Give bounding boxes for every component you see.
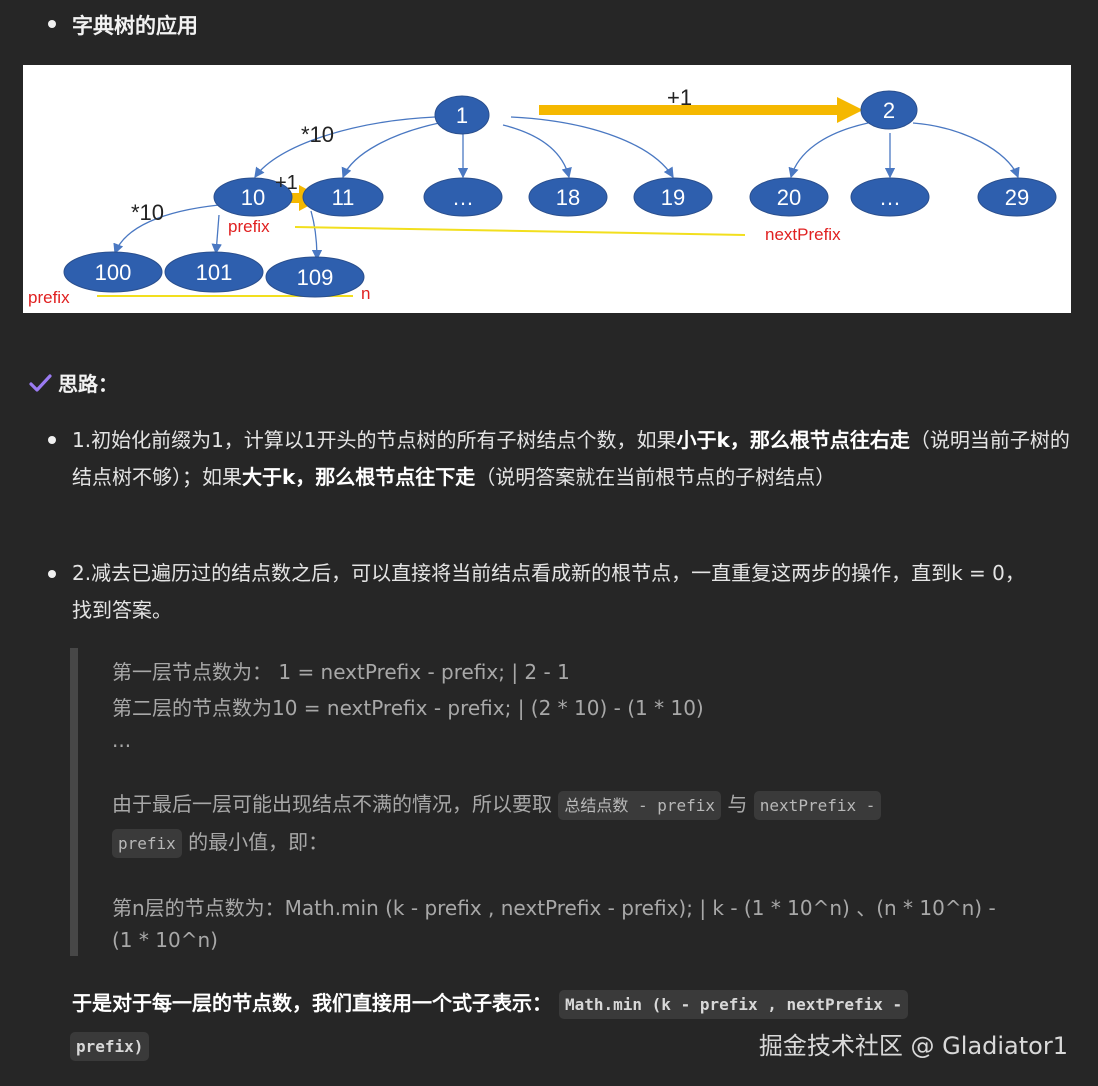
times10-top-label: *10	[301, 122, 334, 147]
node-11	[302, 177, 384, 217]
inline-code: prefix)	[70, 1032, 150, 1061]
tree-nodes	[63, 90, 1057, 298]
n-label: n	[361, 284, 370, 303]
node-1-label: 1	[456, 103, 468, 128]
node-101	[164, 251, 264, 293]
node-19	[633, 177, 713, 217]
quote-line-2: 第二层的节点数为10 = nextPrefix - prefix; | (2 *…	[112, 696, 704, 720]
bullet	[48, 570, 56, 578]
quote-line-4b: prefix 的最小值，即：	[112, 826, 328, 858]
prefix-bottom-label: prefix	[28, 288, 70, 307]
inline-code: Math.min (k - prefix , nextPrefix -	[558, 990, 909, 1019]
watermark: 掘金技术社区 @ Gladiator1	[758, 1032, 1068, 1060]
node-2-label: 2	[883, 98, 895, 123]
node-dots-2	[850, 177, 930, 217]
check-icon	[28, 371, 52, 395]
edges	[113, 116, 1020, 261]
quote-line-4: 由于最后一层可能出现结点不满的情况，所以要取 总结点数 - prefix 与 n…	[112, 788, 882, 820]
node-1	[434, 95, 490, 135]
node-10	[213, 177, 293, 217]
quote-line-3: ...	[112, 728, 132, 752]
node-2	[860, 90, 918, 130]
quote-line-5: 第n层的节点数为：Math.min (k - prefix , nextPref…	[112, 896, 996, 920]
plus1-small-label: +1	[275, 172, 298, 194]
bullet	[48, 436, 56, 444]
section-heading: 字典树的应用	[72, 14, 198, 38]
node-29	[977, 177, 1057, 217]
inline-code: 总结点数 - prefix	[558, 791, 722, 820]
conclusion: 于是对于每一层的节点数，我们直接用一个式子表示： Math.min (k - p…	[70, 983, 1052, 1067]
quote-line-1: 第一层节点数为： 1 = nextPrefix - prefix; | 2 - …	[112, 660, 570, 684]
section-ideas-title: 思路：	[58, 372, 118, 396]
inline-code: nextPrefix -	[753, 791, 882, 820]
plus1-top-label: +1	[667, 85, 692, 110]
node-101-label: 101	[196, 260, 233, 285]
node-100-label: 100	[95, 260, 132, 285]
bullet	[48, 20, 56, 28]
times10-left-label: *10	[131, 200, 164, 225]
node-18-label: 18	[556, 185, 580, 210]
formula-blockquote: 第一层节点数为： 1 = nextPrefix - prefix; | 2 - …	[70, 648, 1038, 956]
nextprefix-label: nextPrefix	[765, 225, 841, 244]
list-item-2: 2.减去已遍历过的结点数之后，可以直接将当前结点看成新的根节点，一直重复这两步的…	[72, 561, 1025, 622]
quote-line-6: (1 * 10^n)	[112, 928, 218, 952]
section-ideas-heading: 思路：	[28, 368, 118, 397]
node-dots-1-label: …	[452, 185, 474, 210]
prefix-mid-label: prefix	[228, 217, 270, 236]
node-dots-1	[423, 177, 503, 217]
list-item-1: 1.初始化前缀为1，计算以1开头的节点树的所有子树结点个数，如果小于k，那么根节…	[72, 428, 1070, 489]
node-dots-2-label: …	[879, 185, 901, 210]
inline-code: prefix	[112, 829, 182, 858]
node-18	[528, 177, 608, 217]
node-20	[749, 177, 829, 217]
node-29-label: 29	[1005, 185, 1029, 210]
node-109-label: 109	[297, 265, 334, 290]
trie-diagram: 1 2 10 11 … 18 19 20 … 29 100 101 109 *1…	[23, 65, 1071, 313]
node-19-label: 19	[661, 185, 685, 210]
node-100	[63, 251, 163, 293]
node-20-label: 20	[777, 185, 801, 210]
node-11-label: 11	[332, 185, 355, 210]
node-10-label: 10	[241, 185, 265, 210]
node-109	[265, 256, 365, 298]
